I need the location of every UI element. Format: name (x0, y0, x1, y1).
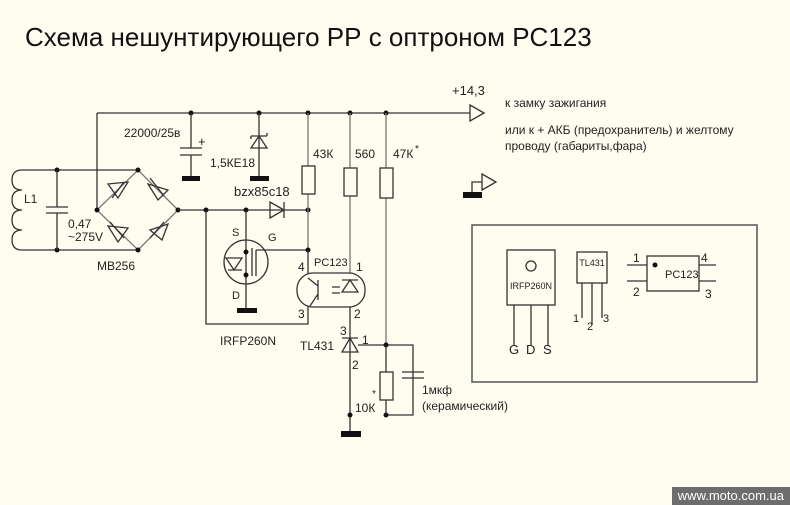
svg-text:2: 2 (587, 321, 593, 333)
watermark: www.moto.com.ua (671, 487, 790, 505)
output-note-1: к замку зажигания (505, 96, 606, 110)
svg-text:TL431: TL431 (579, 258, 605, 268)
svg-text:G: G (268, 232, 277, 244)
pinout-mosfet (506, 249, 556, 306)
tl431-label: TL431 (300, 339, 334, 353)
tvs-diode (249, 113, 269, 176)
pinout-tl431 (576, 251, 608, 284)
feedback-capacitor (402, 371, 424, 379)
svg-text:3: 3 (705, 287, 712, 301)
bridge-label: MB256 (97, 259, 135, 273)
pinout-pc123 (646, 255, 700, 292)
optocoupler-pc123 (296, 272, 366, 308)
diode-bridge (94, 167, 181, 253)
input-cap-value: 0,47 (68, 217, 92, 231)
tl431-symbol (340, 336, 360, 353)
resistor-43k (301, 165, 316, 195)
tvs-label: 1,5КЕ18 (210, 156, 255, 170)
svg-text:*: * (415, 144, 419, 155)
opto-label: PC123 (314, 257, 348, 269)
svg-text:3: 3 (340, 324, 347, 338)
svg-text:3: 3 (603, 313, 609, 325)
svg-text:4: 4 (701, 251, 708, 265)
voltage-label: +14,3 (452, 83, 485, 98)
svg-text:1: 1 (362, 333, 369, 347)
mosfet-label: IRFP260N (220, 334, 276, 348)
svg-text:1: 1 (573, 313, 579, 325)
output-note-3: проводу (габариты,фара) (505, 139, 647, 153)
output-arrow-icon (469, 103, 486, 123)
svg-text:2: 2 (354, 307, 361, 321)
cap-plus: + (198, 134, 206, 149)
svg-text:IRFP260N: IRFP260N (510, 281, 552, 291)
input-capacitor (46, 170, 68, 250)
svg-text:2: 2 (352, 358, 359, 372)
resistor-10k (379, 371, 394, 401)
resistor-47k (379, 167, 394, 199)
schematic-title: Схема нешунтирующего РР с оптроном PC123 (25, 22, 592, 52)
coil-label: L1 (24, 192, 38, 206)
svg-text:D: D (232, 290, 240, 302)
svg-text:1: 1 (356, 260, 363, 274)
svg-text:4: 4 (298, 260, 305, 274)
svg-text:PC123: PC123 (665, 269, 699, 281)
r1-label: 43К (313, 147, 333, 161)
r3-label: 47К (393, 147, 413, 161)
r2-label: 560 (355, 147, 375, 161)
svg-text:G: G (509, 342, 519, 357)
main-capacitor (180, 113, 202, 176)
input-cap-voltage: ~275V (68, 230, 103, 244)
pinout-box (471, 224, 758, 383)
svg-text:S: S (232, 227, 239, 239)
ground-output-arrow-icon (481, 172, 498, 192)
svg-text:2: 2 (633, 285, 640, 299)
svg-text:1мкф: 1мкф (422, 383, 452, 397)
zener-diode (269, 200, 286, 220)
svg-text:1: 1 (633, 251, 640, 265)
svg-text:S: S (543, 342, 552, 357)
r4-label: 10К (355, 401, 375, 415)
svg-text:*: * (372, 389, 376, 400)
output-note-2: или к + АКБ (предохранитель) и желтому (505, 123, 734, 137)
ground-symbol (463, 192, 482, 198)
zener-label: bzx85c18 (234, 184, 290, 199)
resistor-560 (343, 167, 358, 197)
svg-text:D: D (526, 342, 535, 357)
main-cap-label: 22000/25в (124, 126, 180, 140)
svg-text:3: 3 (298, 307, 305, 321)
coil-l1 (11, 169, 23, 251)
svg-text:(керамический): (керамический) (422, 399, 508, 413)
